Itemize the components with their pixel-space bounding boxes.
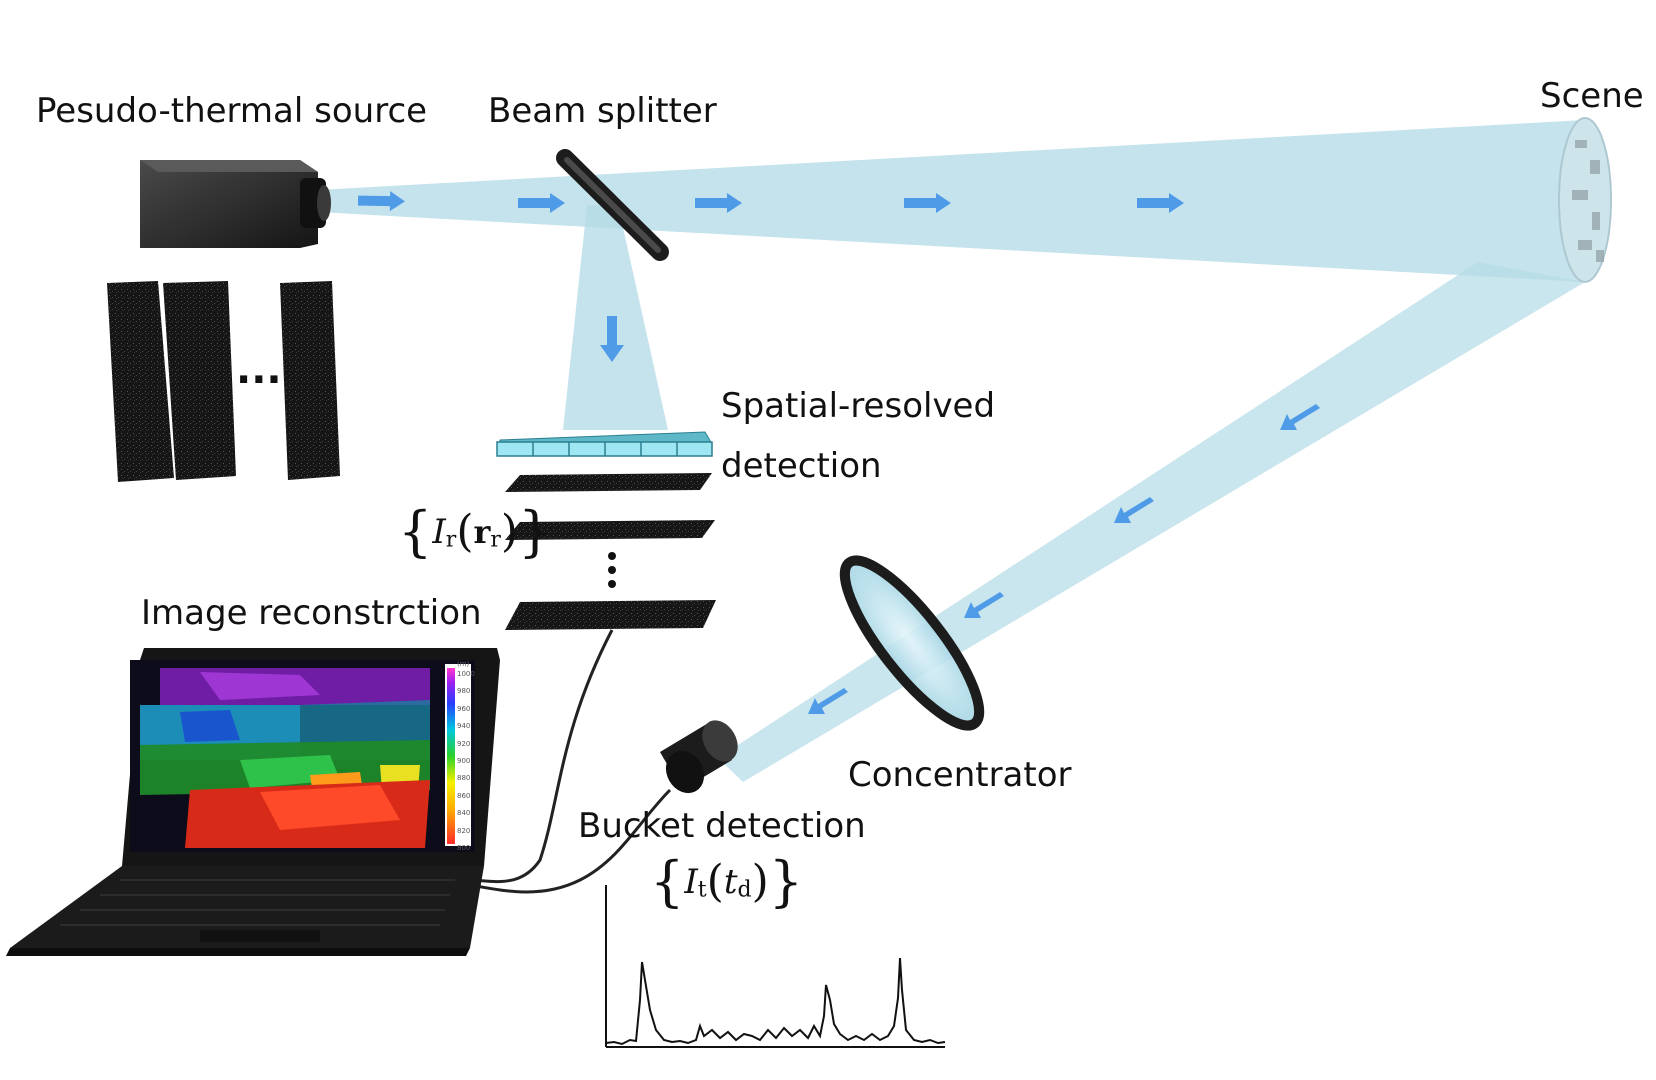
reference-frame bbox=[505, 473, 712, 492]
colorbar-unit: (m) bbox=[457, 660, 470, 668]
reference-frame bbox=[505, 520, 715, 540]
light-source-icon bbox=[140, 160, 331, 248]
laptop-icon bbox=[6, 648, 500, 956]
detection-label: detection bbox=[721, 446, 882, 486]
arrow-icon bbox=[808, 688, 848, 714]
colorbar-tick-label: 940 bbox=[457, 722, 471, 731]
spatial-resolved-label: Spatial-resolved bbox=[721, 386, 996, 426]
reference-arg: r bbox=[473, 513, 491, 551]
concentrator-label: Concentrator bbox=[848, 755, 1072, 795]
colorbar-labels: (m) 1000 980 960 940 920 900 880 860 840 820 800 bbox=[455, 660, 475, 852]
colorbar-tick-label: 880 bbox=[457, 774, 471, 783]
colorbar-tick-label: 800 bbox=[457, 844, 471, 852]
detector-icon bbox=[660, 720, 738, 794]
ellipsis-label: ··· bbox=[236, 357, 282, 403]
test-arg: t bbox=[723, 862, 738, 902]
illumination-beam bbox=[318, 120, 1585, 282]
lens-icon bbox=[839, 555, 985, 731]
arrow-icon bbox=[1280, 404, 1320, 430]
scene-label: Scene bbox=[1540, 76, 1644, 116]
reference-symbol: I bbox=[432, 512, 446, 552]
arrow-icon bbox=[600, 316, 624, 362]
colorbar-tick-label: 980 bbox=[457, 687, 471, 696]
bucket-signal-plot bbox=[605, 885, 946, 1048]
arrow-icon bbox=[518, 193, 565, 213]
reference-frame bbox=[505, 600, 716, 630]
reference-signal-notation: {Ir(rr)} bbox=[398, 500, 553, 563]
speckle-patterns bbox=[107, 281, 340, 482]
arrow-icon bbox=[357, 191, 405, 212]
keyboard-deck bbox=[10, 866, 484, 948]
test-symbol: I bbox=[684, 862, 698, 902]
arrow-icon bbox=[1137, 193, 1184, 213]
speckle-pattern bbox=[107, 281, 174, 482]
scene-texture bbox=[1572, 140, 1604, 262]
cables bbox=[469, 629, 672, 894]
colorbar-tick-label: 840 bbox=[457, 809, 471, 818]
arrow-icon bbox=[964, 592, 1004, 618]
reference-arg-sub: r bbox=[490, 527, 501, 553]
beam-splitter-icon bbox=[556, 149, 669, 261]
colorbar-tick-label: 820 bbox=[457, 826, 471, 835]
colorbar-tick-label: 900 bbox=[457, 757, 471, 765]
source-label: Pesudo-thermal source bbox=[36, 91, 428, 131]
bucket-detection-label: Bucket detection bbox=[578, 806, 866, 846]
colorbar-tick-label: 1000 bbox=[457, 670, 475, 678]
beam-arrows bbox=[357, 191, 1320, 714]
bucket-signal-notation: {It(td)} bbox=[650, 850, 804, 913]
test-sub: t bbox=[697, 877, 707, 903]
arrow-icon bbox=[1114, 497, 1154, 523]
speckle-pattern bbox=[163, 281, 236, 480]
bucket-signal-trace bbox=[605, 957, 946, 1046]
test-arg-sub: d bbox=[737, 877, 752, 903]
beam-splitter-label: Beam splitter bbox=[488, 91, 717, 131]
reference-sub: r bbox=[445, 527, 457, 553]
pixel-array-icon bbox=[496, 431, 713, 457]
colorbar-tick-label: 960 bbox=[457, 704, 471, 713]
colorbar-tick-label: 920 bbox=[457, 739, 471, 748]
colorbar-tick-label: 860 bbox=[457, 791, 471, 800]
speckle-pattern bbox=[280, 281, 340, 480]
return-beam bbox=[718, 262, 1585, 782]
arrow-icon bbox=[904, 193, 951, 213]
arrow-icon bbox=[695, 193, 742, 213]
reference-frames bbox=[505, 473, 716, 630]
image-reconstruction-label: Image reconstrction bbox=[141, 593, 482, 633]
depth-image bbox=[140, 668, 430, 848]
